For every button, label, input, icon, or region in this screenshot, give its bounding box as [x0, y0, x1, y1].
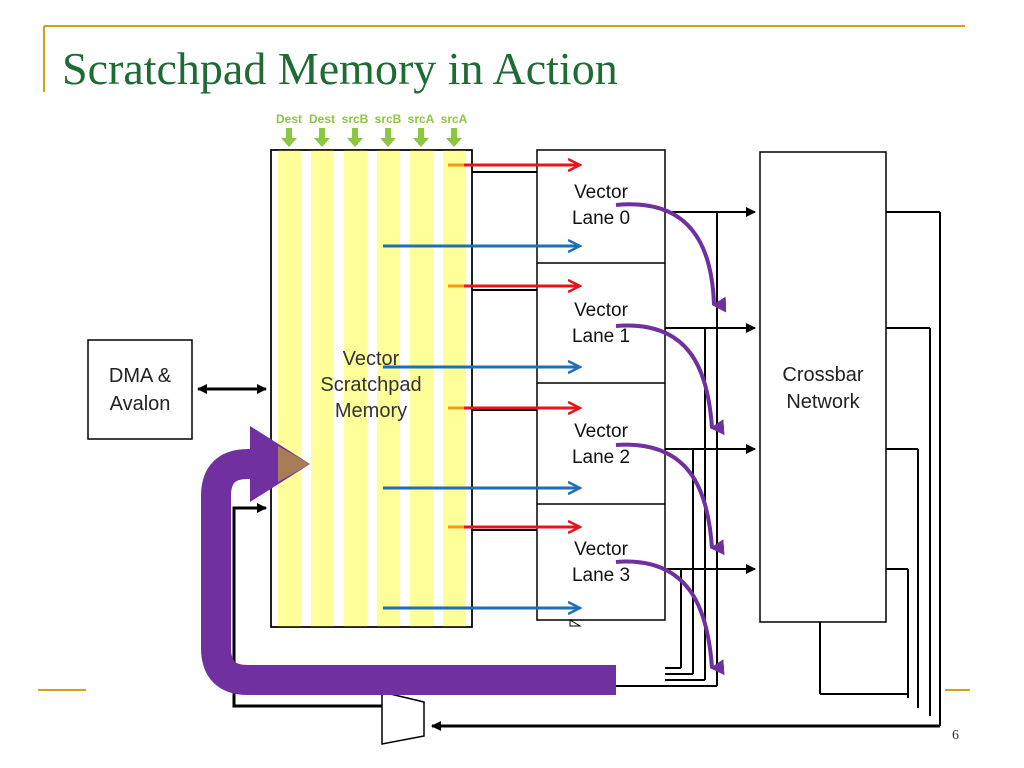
lane-2-line1: Vector	[574, 421, 629, 442]
writeback-head-overlap	[278, 446, 310, 482]
port-arrow	[314, 128, 330, 147]
lane-0-line1: Vector	[574, 182, 629, 203]
lane-1-line2: Lane 1	[572, 326, 630, 347]
mux-to-memory-wire	[232, 503, 382, 708]
lane-2-line2: Lane 2	[572, 447, 630, 468]
crossbar-feedback-wires	[431, 211, 941, 731]
memory-label-line3: Memory	[335, 400, 407, 422]
read-arrows	[448, 165, 580, 527]
memory-stripe	[443, 150, 466, 627]
memory-stripe	[344, 150, 367, 627]
crossbar-label-line2: Network	[786, 391, 860, 413]
crossbar-network-box	[759, 151, 887, 623]
port-arrow	[446, 128, 462, 147]
memory-label-line2: Scratchpad	[320, 374, 421, 396]
port-labels: Dest Dest srcB srcB srcA srcA	[276, 112, 468, 126]
vector-lanes: Vector Lane 0 Vector Lane 1 Vector Lane …	[536, 149, 666, 627]
port-arrow	[413, 128, 429, 147]
port-arrow	[380, 128, 396, 147]
writeback-arrow	[201, 426, 616, 695]
lanes-frame	[536, 149, 666, 621]
page-number: 6	[952, 728, 959, 743]
slide-title: Scratchpad Memory in Action	[62, 43, 618, 94]
memory-stripe	[311, 150, 334, 627]
write-arrows	[383, 246, 580, 608]
port-label: srcA	[441, 112, 468, 126]
port-arrows	[281, 128, 462, 147]
lane-1-line1: Vector	[574, 300, 629, 321]
crossbar-network-block: Crossbar Network	[759, 151, 887, 623]
lane-0-line2: Lane 0	[572, 208, 630, 229]
port-arrow	[347, 128, 363, 147]
dma-avalon-box	[87, 339, 193, 440]
flow-arrow	[615, 323, 725, 436]
memory-label-line1: Vector	[343, 348, 400, 370]
dma-avalon-block: DMA & Avalon	[87, 339, 267, 440]
flow-arrow	[615, 559, 725, 676]
lane-3-line1: Vector	[574, 539, 629, 560]
mux-shape	[381, 691, 425, 745]
scratchpad-memory-block: Vector Scratchpad Memory	[270, 149, 473, 628]
scratchpad-memory-border	[270, 149, 473, 628]
port-label: srcB	[342, 112, 369, 126]
memory-lane-wires	[472, 171, 537, 531]
port-label: Dest	[309, 112, 335, 126]
writeback-path	[201, 449, 616, 695]
dma-label-line2: Avalon	[110, 393, 171, 415]
memory-stripe	[377, 150, 400, 627]
crossbar-label-line1: Crossbar	[782, 364, 863, 386]
flow-arrow	[615, 202, 727, 313]
dma-label-line1: DMA &	[109, 365, 172, 387]
port-arrow	[281, 128, 297, 147]
lane-notch	[569, 619, 582, 627]
result-flow-arrows	[615, 202, 727, 676]
memory-stripe	[410, 150, 433, 627]
memory-stripe	[278, 150, 301, 627]
flow-arrow	[615, 442, 725, 556]
port-label: srcA	[408, 112, 435, 126]
lane-3-line2: Lane 3	[572, 565, 630, 586]
port-label: srcB	[375, 112, 402, 126]
port-label: Dest	[276, 112, 302, 126]
